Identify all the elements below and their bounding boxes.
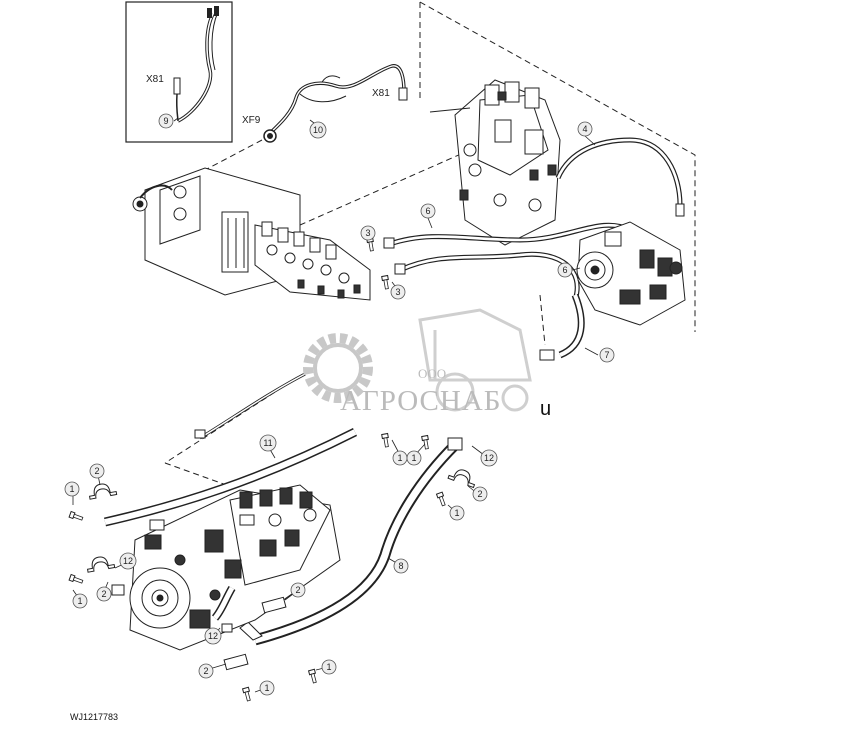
- callout-2-d: 2: [290, 582, 306, 598]
- svg-text:4: 4: [582, 124, 587, 134]
- callout-1-b: 1: [406, 450, 422, 466]
- callout-9: 9: [158, 113, 174, 129]
- svg-text:7: 7: [604, 350, 609, 360]
- svg-text:9: 9: [163, 116, 168, 126]
- callout-11: 11: [259, 434, 277, 452]
- line-11: [104, 372, 358, 527]
- svg-text:3: 3: [365, 228, 370, 238]
- callout-12-a: 12: [480, 449, 498, 467]
- svg-text:1: 1: [454, 508, 459, 518]
- svg-text:2: 2: [94, 466, 99, 476]
- hydraulic-pump-assembly: [129, 484, 341, 651]
- svg-text:2: 2: [203, 666, 208, 676]
- svg-text:6: 6: [425, 206, 430, 216]
- tractor-icon: [418, 308, 532, 412]
- watermark-company-prefix: ООО: [418, 366, 446, 381]
- svg-text:2: 2: [477, 489, 482, 499]
- callout-8: 8: [393, 558, 409, 574]
- inset-box: [125, 1, 233, 143]
- callout-2-c: 2: [96, 586, 112, 602]
- svg-text:12: 12: [123, 556, 133, 566]
- hose-7: [539, 293, 585, 361]
- callout-1-g: 1: [259, 680, 275, 696]
- watermark-company-name: АГРОСНАБ: [340, 385, 501, 417]
- svg-text:1: 1: [397, 453, 402, 463]
- hose-4: [555, 137, 685, 217]
- callout-7: 7: [599, 347, 615, 363]
- svg-text:12: 12: [208, 631, 218, 641]
- callout-2-b: 2: [89, 463, 105, 479]
- gear-icon: [303, 333, 373, 403]
- label-x81-main: X81: [372, 88, 390, 99]
- svg-text:10: 10: [313, 125, 323, 135]
- callout-6-lower: 6: [557, 262, 573, 278]
- svg-text:2: 2: [295, 585, 300, 595]
- svg-text:11: 11: [263, 438, 272, 448]
- svg-text:8: 8: [398, 561, 403, 571]
- callout-3-upper: 3: [360, 225, 376, 241]
- hose-8: [239, 437, 463, 646]
- label-xf9: XF9: [242, 115, 261, 126]
- right-valve-block: [576, 221, 686, 326]
- hose-12: [211, 585, 236, 621]
- control-valve-block: [132, 167, 371, 301]
- callouts: 9 10 4 6 6 3 3 7 11 1 1 12 2 1 2 1 12 2 …: [64, 113, 615, 696]
- svg-text:2: 2: [101, 589, 106, 599]
- svg-text:1: 1: [77, 596, 82, 606]
- callout-10: 10: [309, 121, 327, 139]
- callout-2-a: 2: [472, 486, 488, 502]
- harness-10: [263, 64, 408, 143]
- svg-text:3: 3: [395, 287, 400, 297]
- hose-6: [383, 222, 632, 301]
- svg-text:1: 1: [69, 484, 74, 494]
- svg-text:1: 1: [326, 662, 331, 672]
- upper-valve-stack: [429, 79, 561, 246]
- callout-3-lower: 3: [390, 284, 406, 300]
- svg-text:6: 6: [562, 265, 567, 275]
- label-x81-inset: X81: [146, 74, 164, 85]
- callout-12-b: 12: [119, 552, 137, 570]
- fittings: [68, 237, 479, 702]
- svg-text:12: 12: [484, 453, 494, 463]
- dashed-leaders: [164, 1, 696, 488]
- callout-1-f: 1: [321, 659, 337, 675]
- watermark-trailing-letter: u: [540, 398, 551, 420]
- callout-4: 4: [577, 121, 593, 137]
- callout-1-c: 1: [449, 505, 465, 521]
- svg-text:1: 1: [264, 683, 269, 693]
- callout-1-a: 1: [392, 450, 408, 466]
- callout-1-d: 1: [64, 481, 80, 497]
- svg-text:1: 1: [411, 453, 416, 463]
- callout-1-e: 1: [72, 593, 88, 609]
- callout-12-c: 12: [204, 627, 222, 645]
- callout-2-e: 2: [198, 663, 214, 679]
- callout-6-upper: 6: [420, 203, 436, 219]
- watermark: ООО АГРОСНАБ u: [303, 308, 551, 420]
- figure-code: WJ1217783: [70, 712, 118, 722]
